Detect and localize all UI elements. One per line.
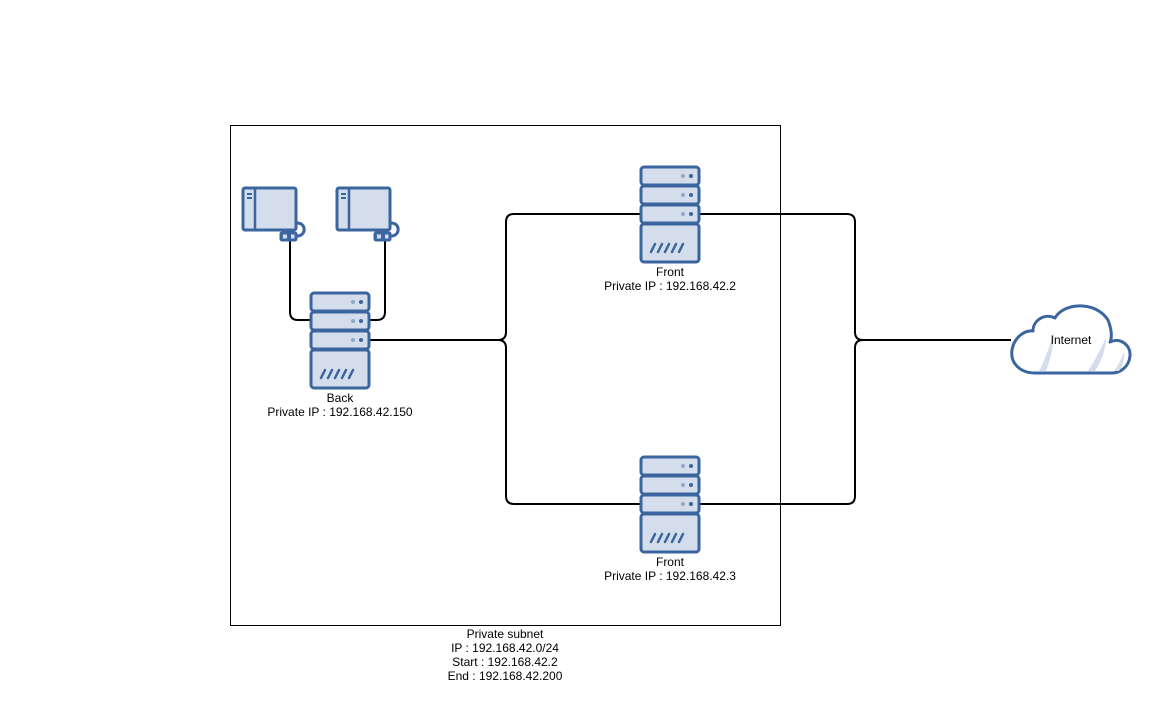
storage-drive-icon [241, 186, 306, 242]
link-front1-internet [699, 213, 1011, 341]
subnet-title: Private subnet [467, 627, 544, 641]
subnet-end: End : 192.168.42.200 [448, 669, 563, 683]
link-drive2-back [369, 240, 386, 321]
network-links [289, 213, 1011, 505]
front-server-2-name: Front [656, 555, 685, 569]
link-back-front1 [369, 213, 641, 341]
server-icon [639, 455, 701, 554]
subnet-start: Start : 192.168.42.2 [452, 655, 558, 669]
back-server [309, 291, 371, 390]
link-back-front2 [497, 339, 641, 505]
front-server-1-name: Front [656, 265, 685, 279]
storage-drive-icon [335, 186, 400, 242]
internet-label: Internet [1051, 333, 1092, 347]
link-drive1-back [289, 240, 312, 321]
link-front2-internet [699, 339, 864, 505]
front-server-2 [639, 455, 701, 554]
storage-drive-2 [335, 186, 400, 242]
front-server-1 [639, 165, 701, 264]
front-server-2-ip: Private IP : 192.168.42.3 [604, 569, 736, 583]
server-icon [309, 291, 371, 390]
internet-cloud [1010, 304, 1132, 375]
server-icon [639, 165, 701, 264]
storage-drive-1 [241, 186, 306, 242]
front-server-1-ip: Private IP : 192.168.42.2 [604, 279, 736, 293]
private-subnet-boundary [230, 125, 781, 626]
back-server-name: Back [327, 391, 355, 405]
back-server-ip: Private IP : 192.168.42.150 [267, 405, 413, 419]
subnet-ip: IP : 192.168.42.0/24 [451, 641, 559, 655]
